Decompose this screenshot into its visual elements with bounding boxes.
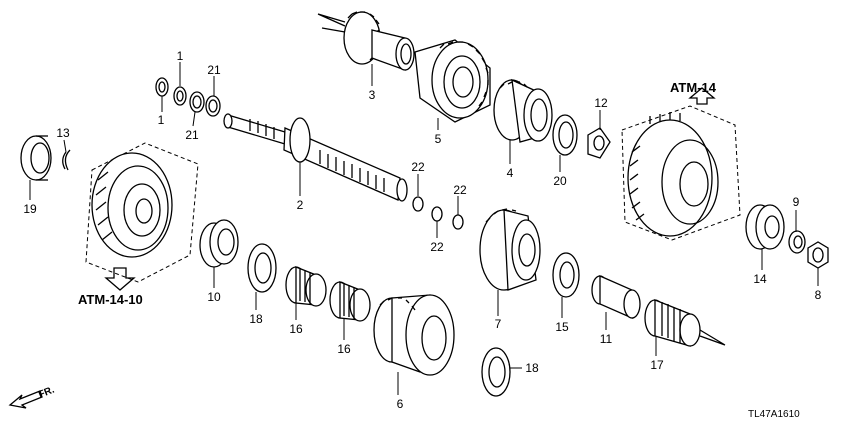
callout-3: 3 <box>369 88 376 102</box>
arrow-up-icon <box>688 87 716 105</box>
callout-16-b: 16 <box>337 342 351 356</box>
part-18-thrust-bearing <box>247 243 277 293</box>
callout-22-c: 22 <box>453 183 467 197</box>
part-20-thrust-washer <box>552 114 578 156</box>
ref-label-top-right: ATM-14 <box>670 80 717 95</box>
part-15-thrust-washer <box>552 252 580 298</box>
callout-22-a: 22 <box>411 160 425 174</box>
part-7-gear <box>479 208 541 291</box>
part-12-plate <box>587 127 611 159</box>
callout-12: 12 <box>594 96 608 110</box>
part-4-gear <box>493 78 553 143</box>
arrow-down-icon <box>104 267 136 291</box>
leader-lines <box>29 62 819 395</box>
callout-21-top: 21 <box>207 63 221 77</box>
part-16-needle-bearing <box>285 266 327 307</box>
part-18-thrust-bearing-lower <box>481 347 511 397</box>
part-8-nut <box>807 241 829 269</box>
part-19-oil-seal <box>20 135 52 181</box>
ref-label-left: ATM-14-10 <box>78 292 143 307</box>
part-1-washers <box>155 77 187 106</box>
part-13-snap-ring <box>62 149 71 171</box>
callout-19: 19 <box>23 202 37 216</box>
part-3-gear <box>317 11 415 71</box>
callout-13: 13 <box>56 126 70 140</box>
callout-18-left: 18 <box>249 312 263 326</box>
part-6-gear <box>373 294 455 376</box>
callout-1-bottom: 1 <box>158 113 165 127</box>
callout-21-bottom: 21 <box>185 128 199 142</box>
part-14-bearing <box>745 204 785 250</box>
callout-5: 5 <box>435 132 442 146</box>
front-arrow-icon <box>8 390 43 409</box>
callout-15: 15 <box>555 320 569 334</box>
callout-2: 2 <box>297 198 304 212</box>
diagram-code: TL47A1610 <box>748 409 800 420</box>
part-9-washer <box>788 230 806 254</box>
part-21-washers <box>189 91 221 117</box>
front-direction-label: FR. <box>37 384 56 400</box>
callout-22-b: 22 <box>430 240 444 254</box>
clutch-assembly-left <box>85 142 199 283</box>
part-2-shaft <box>223 113 408 202</box>
callout-10: 10 <box>207 290 221 304</box>
callout-18-right: 18 <box>525 361 539 375</box>
callout-17: 17 <box>650 358 664 372</box>
callout-9: 9 <box>793 195 800 209</box>
callout-7: 7 <box>495 317 502 331</box>
part-22-washers <box>412 196 464 230</box>
callout-14: 14 <box>753 272 767 286</box>
part-17-needle-bearing <box>644 299 726 347</box>
part-10-bearing <box>199 219 239 268</box>
callout-16-a: 16 <box>289 322 303 336</box>
callout-20: 20 <box>553 174 567 188</box>
part-5-gear <box>414 39 491 123</box>
clutch-assembly-right <box>621 105 741 241</box>
callout-1-top: 1 <box>177 49 184 63</box>
callout-4: 4 <box>507 166 514 180</box>
callout-numbers: 1 1 21 21 3 5 4 20 12 13 19 2 22 22 22 1… <box>23 49 821 411</box>
callout-6: 6 <box>397 397 404 411</box>
callout-11: 11 <box>600 332 613 346</box>
callout-8: 8 <box>815 288 822 302</box>
part-16-needle-bearing-2 <box>329 281 371 322</box>
part-11-collar <box>591 275 641 319</box>
